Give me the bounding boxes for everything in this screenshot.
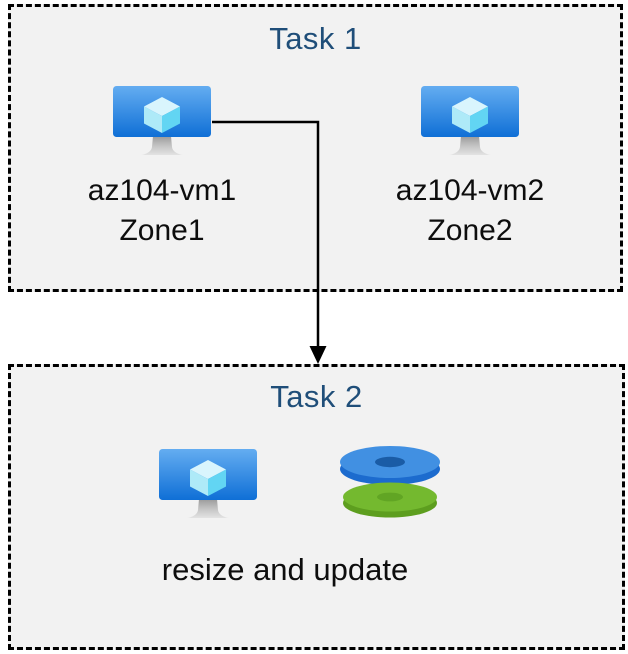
disk-blue <box>340 446 440 485</box>
resize-caption: resize and update <box>161 552 409 587</box>
vm2-group: az104-vm2 Zone2 <box>385 85 555 251</box>
vm2-name-label: az104-vm2 <box>395 174 545 207</box>
task1-title: Task 1 <box>269 21 362 56</box>
vm-stand <box>449 136 491 155</box>
vm-stand <box>141 136 183 155</box>
task2-title: Task 2 <box>270 379 363 414</box>
disk-green <box>343 482 437 518</box>
vm1-group: az104-vm1 Zone1 <box>77 85 247 251</box>
vm1-labels: az104-vm1 Zone1 <box>77 171 247 251</box>
vm2-labels: az104-vm2 Zone2 <box>385 171 555 251</box>
virtual-machine-icon <box>159 449 257 518</box>
task1-box: Task 1 az104 <box>8 4 623 292</box>
vm1-name-label: az104-vm1 <box>87 174 237 207</box>
managed-disks-icon <box>340 446 440 518</box>
vm-cube <box>144 97 180 133</box>
vm-stand <box>187 499 229 518</box>
vm1-zone-label: Zone1 <box>119 214 205 247</box>
task2-box: Task 2 resize and update <box>8 364 625 650</box>
virtual-machine-icon <box>113 86 211 155</box>
arrowhead-icon <box>309 346 327 364</box>
vm-cube <box>190 460 226 496</box>
vm2-zone-label: Zone2 <box>427 214 513 247</box>
virtual-machine-icon <box>421 86 519 155</box>
vm-cube <box>452 97 488 133</box>
